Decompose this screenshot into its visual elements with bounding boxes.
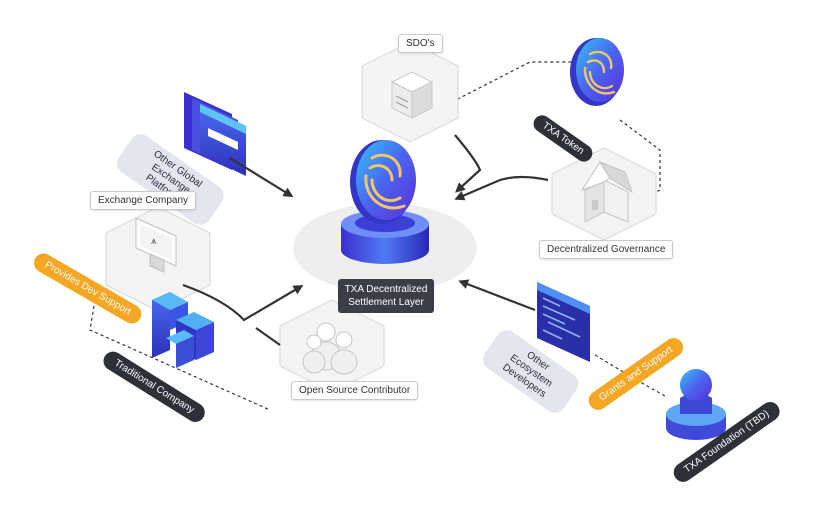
browser-window-icon <box>184 92 246 176</box>
sdo-to-token-dashed-line <box>451 61 590 103</box>
arrow-governance <box>454 175 549 201</box>
server-icon <box>390 71 434 119</box>
arrow-traditional <box>182 283 304 322</box>
code-window-icon <box>537 282 590 362</box>
people-icon <box>302 322 358 375</box>
monitor-icon: ⩚ <box>135 217 177 273</box>
open-source-contributor-label: Open Source Contributor <box>291 381 419 400</box>
arrow-contributor-link <box>255 327 281 346</box>
settlement-layer-label: TXA Decentralized Settlement Layer <box>338 279 434 313</box>
dashed-connectors <box>89 61 666 411</box>
arrow-exchange-platforms <box>229 157 294 198</box>
txa-coin-icon <box>350 140 416 224</box>
traditional-company-dashed-line <box>89 299 271 411</box>
house-icon <box>580 160 633 223</box>
sdo-label: SDO's <box>398 34 443 53</box>
flow-arrows <box>182 134 549 346</box>
decentralized-governance-label: Decentralized Governance <box>539 240 674 259</box>
building-block-icon <box>152 292 214 368</box>
token-to-governance-dashed-line <box>619 119 661 201</box>
svg-text:⩚: ⩚ <box>151 236 157 247</box>
arrow-sdo <box>454 134 482 193</box>
arrow-ecosystem-devs <box>458 279 536 312</box>
txa-token-coin-icon <box>570 38 624 106</box>
exchange-company-label: Exchange Company <box>90 191 197 210</box>
central-platform <box>293 203 477 293</box>
foundation-figure-icon <box>666 369 726 440</box>
